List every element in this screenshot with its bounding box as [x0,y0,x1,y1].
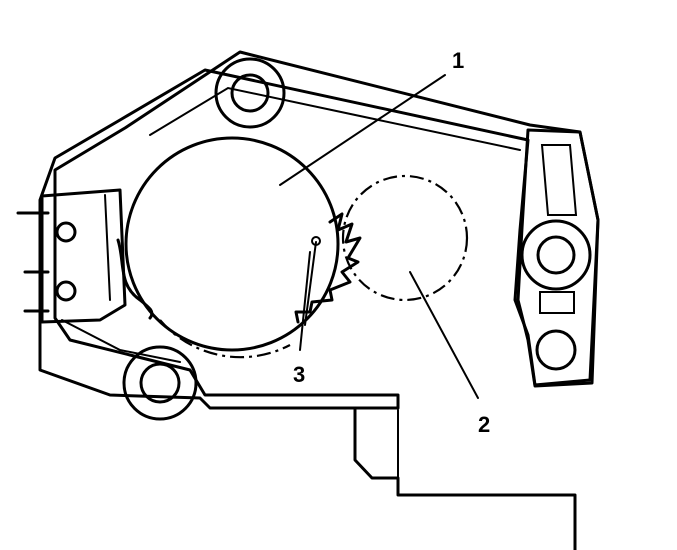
bracket-plate-lower-edge [61,319,181,363]
base-step-outline [353,408,577,550]
right-arm-boss-inner [536,235,576,275]
right-arm-lower-hole [535,329,577,371]
bottom-pivot-boss-outer [122,345,198,421]
terminal-block-outline [40,188,127,324]
terminal-screw-upper [55,221,77,243]
terminal-block-inner [104,194,111,301]
drum-part-1 [124,136,340,352]
contact-spring-part-3 [294,212,362,324]
callout-label-1: 1 [452,48,464,73]
right-arm-boss-outer [520,219,592,291]
leader-line-3 [299,251,311,351]
leader-line-1 [279,74,446,186]
right-arm-outline [516,128,600,388]
top-pivot-boss-inner [230,73,270,113]
callout-label-2: 2 [478,412,490,437]
contact-lever [304,241,317,326]
bracket-plate-inner-edge [149,86,521,151]
contact-pivot [311,236,321,246]
leader-line-2 [409,271,479,399]
right-arm-slot [540,144,578,216]
callout-label-3: 3 [293,362,305,387]
roller-part-2 [341,174,469,302]
bracket-plate-outline [38,50,600,410]
terminal-screw-lower [55,280,77,302]
top-pivot-boss-outer [214,57,286,129]
bottom-pivot-boss-inner [139,362,181,404]
right-arm-small-slot [539,291,575,314]
